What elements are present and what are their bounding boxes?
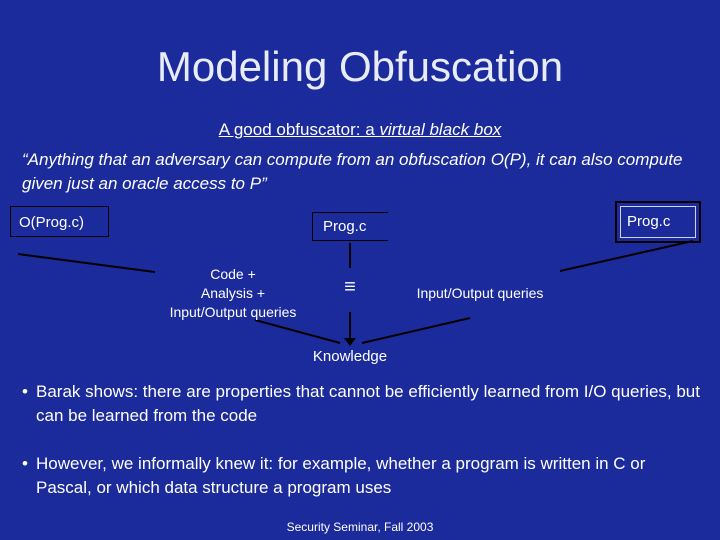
bullet-list: • Barak shows: there are properties that… xyxy=(22,380,702,524)
program-box: Prog.c xyxy=(312,212,388,241)
slide-footer: Security Seminar, Fall 2003 xyxy=(286,520,434,534)
code-label-line-2: Analysis + xyxy=(200,285,266,301)
bullet-item: • Barak shows: there are properties that… xyxy=(22,380,702,428)
code-analysis-label: Code + Analysis + Input/Output queries xyxy=(158,265,308,322)
bullet-text: However, we informally knew it: for exam… xyxy=(36,454,646,497)
bullet-text: Barak shows: there are properties that c… xyxy=(36,382,700,425)
io-to-prog-line xyxy=(559,240,694,272)
knowledge-label: Knowledge xyxy=(312,348,388,365)
knowledge-arrowhead xyxy=(344,338,356,346)
program-oracle-box: Prog.c xyxy=(615,201,701,243)
code-label-line-1: Code + xyxy=(210,266,256,282)
slide-title: Modeling Obfuscation xyxy=(156,43,564,90)
obfuscated-program-box: O(Prog.c) xyxy=(10,206,109,237)
subtitle-plain: A good obfuscator: a xyxy=(218,120,380,139)
io-to-knowledge-line xyxy=(361,317,471,344)
io-queries-label: Input/Output queries xyxy=(416,285,544,301)
program-oracle-label: Prog.c xyxy=(620,206,696,238)
obf-to-code-line xyxy=(17,253,156,273)
definition-quote: “Anything that an adversary can compute … xyxy=(22,150,683,193)
code-label-line-3: Input/Output queries xyxy=(169,304,297,320)
bullet-dot: • xyxy=(22,454,28,473)
code-to-knowledge-line xyxy=(254,319,341,344)
bullet-dot: • xyxy=(22,382,28,401)
subtitle-italic: virtual black box xyxy=(379,120,502,139)
bullet-item: • However, we informally knew it: for ex… xyxy=(22,452,702,500)
equivalence-symbol: ≡ xyxy=(344,276,356,298)
slide-subtitle: A good obfuscator: a virtual black box xyxy=(0,119,720,141)
